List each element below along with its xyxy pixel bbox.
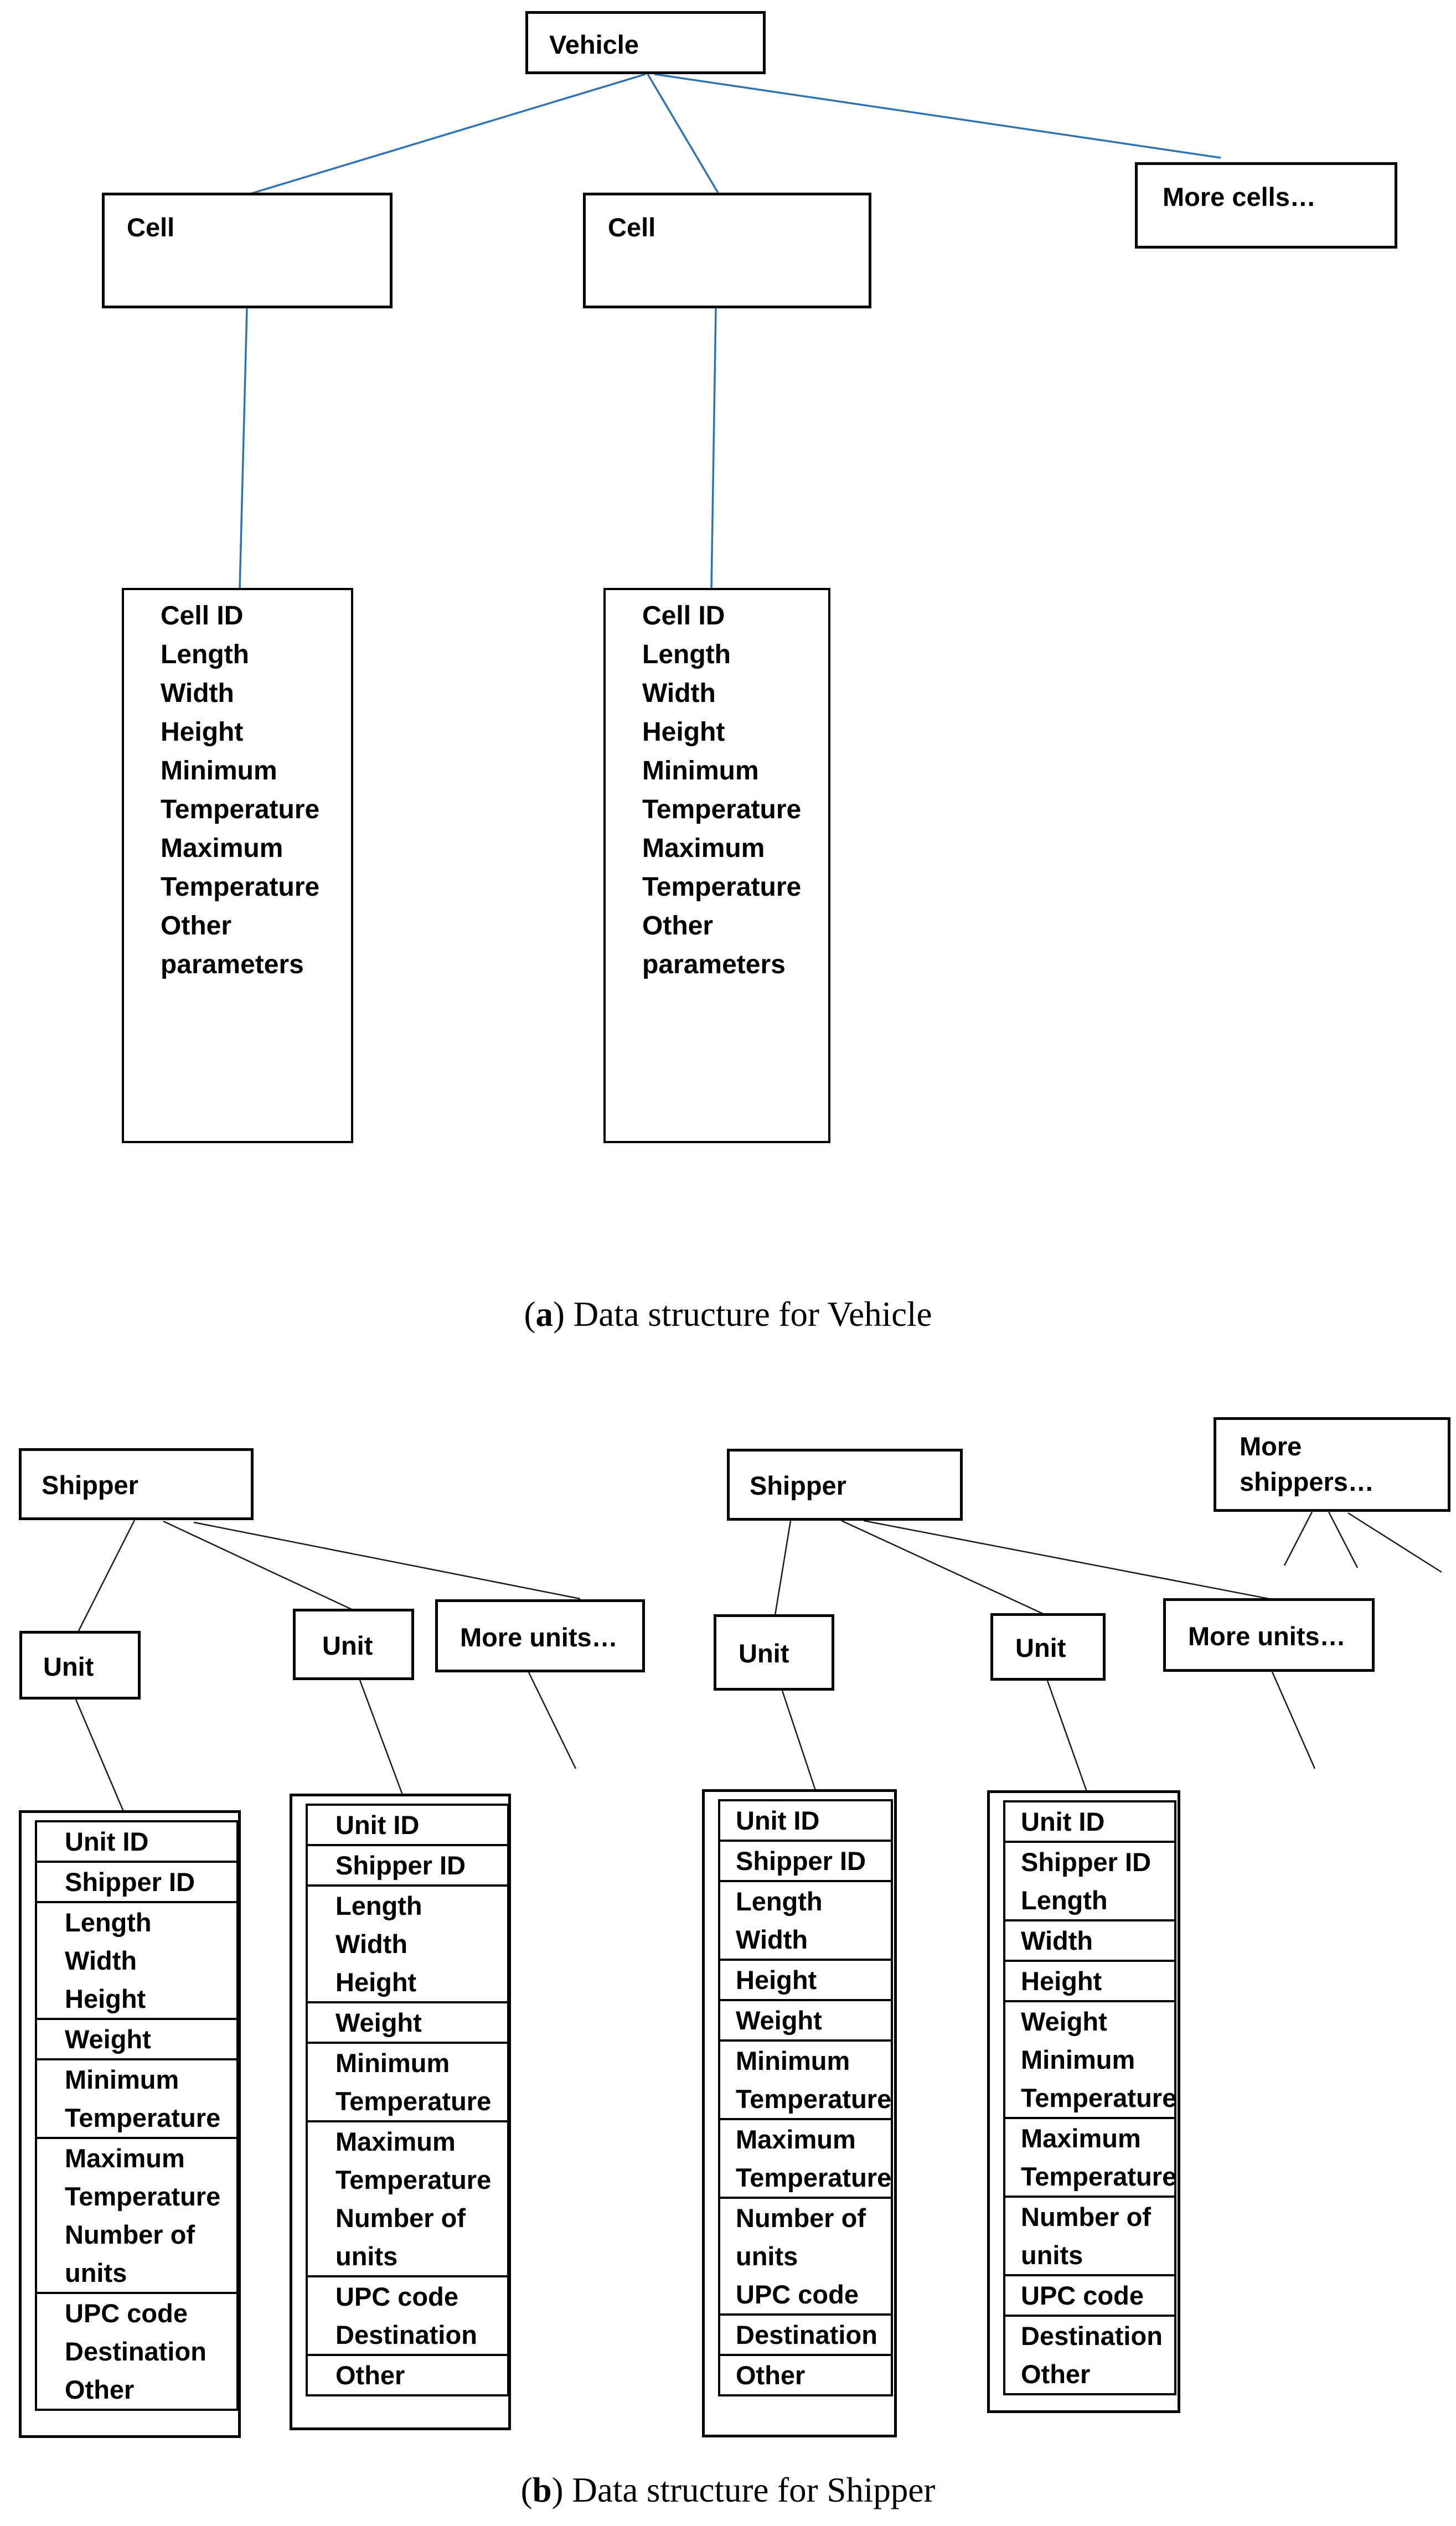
table1-cell-unit-id: Unit ID bbox=[65, 1827, 149, 1856]
edge-moreshippers-fan-right bbox=[1347, 1512, 1442, 1573]
more-units-node-right: More units… bbox=[1163, 1598, 1375, 1672]
edge-moreshippers-fan-left bbox=[1283, 1511, 1313, 1566]
caption-a-rest: ) Data structure for Vehicle bbox=[553, 1295, 932, 1334]
caption-a-open: ( bbox=[524, 1295, 536, 1334]
table4-cell-shipper-id-length: Shipper ID Length bbox=[1005, 1841, 1174, 1919]
table4-cell-unit-id: Unit ID bbox=[1021, 1807, 1105, 1836]
table4-cell-height: Height bbox=[1005, 1960, 1174, 2000]
unit-node-2a: Unit bbox=[714, 1614, 834, 1691]
cell-attributes-mid: Cell ID Length Width Height Minimum Temp… bbox=[603, 588, 830, 1143]
caption-b-letter: b bbox=[532, 2471, 552, 2509]
edge-vehicle-more-cells bbox=[654, 73, 1221, 159]
table2-cell-shipper-id: Shipper ID bbox=[308, 1844, 507, 1884]
edge-shipper1-unit1b bbox=[163, 1520, 353, 1611]
table3-cell-min-temp: Minimum Temperature bbox=[720, 2039, 891, 2118]
shipper-node-right: Shipper bbox=[727, 1449, 963, 1521]
edge-moreunits2-tail bbox=[1271, 1671, 1316, 1769]
unit-node-1b: Unit bbox=[293, 1609, 414, 1680]
table3-cell-count-upc: Number of units UPC code bbox=[720, 2197, 891, 2313]
table2-cell-other: Other bbox=[308, 2354, 507, 2394]
table3-cell-shipper-id: Shipper ID bbox=[720, 1840, 891, 1880]
table2-cell-max-temp-count: Maximum Temperature Number of units bbox=[308, 2120, 507, 2275]
table2-cell-min-temp: Minimum Temperature bbox=[308, 2042, 507, 2120]
table1-cell-min-temp: Minimum Temperature bbox=[37, 2058, 236, 2137]
edge-unit2a-table3 bbox=[781, 1690, 817, 1791]
table4-cell-max-temp: Maximum Temperature bbox=[1005, 2117, 1176, 2196]
table1-cell-weight: Weight bbox=[37, 2018, 236, 2058]
unit-attribute-table-4: Unit ID Shipper ID Length Width Height W… bbox=[987, 1790, 1180, 2413]
edge-vehicle-cell-mid bbox=[647, 74, 720, 194]
table1-cell-upc-dest-other: UPC code Destination Other bbox=[37, 2292, 236, 2409]
caption-b-open: ( bbox=[520, 2471, 533, 2509]
table2-cell-dimensions: Length Width Height bbox=[308, 1884, 507, 2001]
table4-cell-width: Width bbox=[1005, 1919, 1174, 1960]
table1-cell-shipper-id: Shipper ID bbox=[37, 1861, 236, 1901]
table3-cell-length-width: Length Width bbox=[720, 1880, 891, 1959]
shipper-node-left: Shipper bbox=[19, 1448, 254, 1520]
edge-shipper1-moreunits1 bbox=[193, 1521, 581, 1600]
cell-node-left: Cell bbox=[102, 193, 393, 308]
edge-moreshippers-fan-mid bbox=[1328, 1511, 1359, 1568]
table3-cell-height: Height bbox=[720, 1959, 891, 1999]
table1-cell-dimensions: Length Width Height bbox=[37, 1901, 236, 2018]
table4-cell-weight-min-temp: Weight Minimum Temperature bbox=[1005, 2000, 1176, 2117]
table3-cell-destination: Destination bbox=[720, 2313, 891, 2354]
edge-cell-left-attrs bbox=[239, 308, 248, 590]
table4-cell-upc: UPC code bbox=[1005, 2274, 1174, 2315]
table3-cell-max-temp: Maximum Temperature bbox=[720, 2118, 891, 2197]
unit-attribute-table-1: Unit ID Shipper ID Length Width Height W… bbox=[19, 1810, 241, 2438]
edge-moreunits1-tail bbox=[528, 1672, 577, 1769]
table1-cell-max-temp-count: Maximum Temperature Number of units bbox=[37, 2137, 236, 2292]
edge-unit1a-table1 bbox=[75, 1699, 125, 1812]
unit-node-2b: Unit bbox=[990, 1613, 1106, 1681]
unit-node-1a: Unit bbox=[19, 1631, 141, 1700]
cell-attributes-left: Cell ID Length Width Height Minimum Temp… bbox=[122, 588, 353, 1143]
edge-unit2b-table4 bbox=[1046, 1680, 1088, 1792]
edge-shipper1-unit1a bbox=[77, 1520, 136, 1633]
vehicle-node: Vehicle bbox=[525, 11, 766, 74]
edge-shipper2-unit2b bbox=[841, 1520, 1045, 1615]
cell-node-mid: Cell bbox=[583, 193, 871, 308]
edge-shipper2-unit2a bbox=[774, 1520, 792, 1616]
table2-cell-upc-dest: UPC code Destination bbox=[308, 2275, 507, 2354]
table3-cell-unit-id: Unit ID bbox=[736, 1806, 820, 1835]
more-cells-node: More cells… bbox=[1135, 162, 1397, 249]
table3-cell-other: Other bbox=[720, 2354, 891, 2394]
more-shippers-node: More shippers… bbox=[1214, 1417, 1450, 1512]
edge-cell-mid-attrs bbox=[710, 308, 717, 590]
edge-unit1b-table2 bbox=[359, 1680, 404, 1795]
caption-a: (a) Data structure for Vehicle bbox=[0, 1294, 1456, 1335]
unit-attribute-table-3: Unit ID Shipper ID Length Width Height W… bbox=[702, 1789, 897, 2437]
table4-cell-dest-other: Destination Other bbox=[1005, 2315, 1174, 2393]
caption-b: (b) Data structure for Shipper bbox=[0, 2470, 1456, 2510]
table4-cell-count: Number of units bbox=[1005, 2196, 1174, 2274]
more-units-node-left: More units… bbox=[435, 1599, 645, 1672]
caption-a-letter: a bbox=[535, 1295, 553, 1334]
caption-b-rest: ) Data structure for Shipper bbox=[551, 2471, 936, 2509]
table2-cell-weight: Weight bbox=[308, 2001, 507, 2042]
edge-vehicle-cell-left bbox=[250, 73, 646, 195]
unit-attribute-table-2: Unit ID Shipper ID Length Width Height W… bbox=[290, 1794, 511, 2430]
edge-shipper2-moreunits2 bbox=[863, 1520, 1269, 1600]
table2-cell-unit-id: Unit ID bbox=[335, 1810, 420, 1840]
table3-cell-weight: Weight bbox=[720, 1999, 891, 2039]
